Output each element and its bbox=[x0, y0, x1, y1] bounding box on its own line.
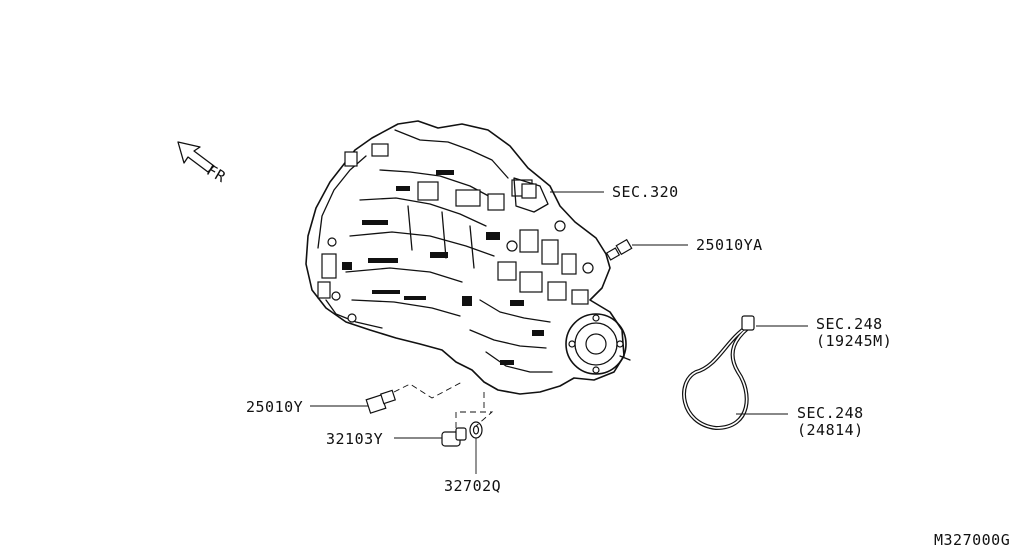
callout-32702q: 32702Q bbox=[444, 477, 502, 495]
callout-sec-248-b-sub: (24814) bbox=[797, 421, 864, 439]
callout-sec-248-b: SEC.248 bbox=[797, 404, 864, 422]
callout-32103y: 32103Y bbox=[326, 430, 384, 448]
transmission-assembly bbox=[305, 120, 633, 395]
callout-25010ya: 25010YA bbox=[696, 236, 763, 254]
callout-sec-248-a-sub: (19245M) bbox=[816, 332, 893, 350]
breather-hose-sec248 bbox=[682, 315, 755, 430]
arrow-up-left-icon bbox=[177, 141, 215, 173]
reverse-switch-25010y bbox=[365, 389, 397, 414]
callout-sec-248-a: SEC.248 bbox=[816, 315, 883, 333]
gasket-32702q bbox=[469, 421, 483, 439]
drain-plug-32103y bbox=[441, 427, 467, 447]
leader-lines bbox=[310, 191, 808, 474]
figure-code: M327000G bbox=[934, 531, 1011, 549]
callout-25010y: 25010Y bbox=[246, 398, 304, 416]
assembly-guide-lines bbox=[393, 381, 494, 428]
callout-sec-320: SEC.320 bbox=[612, 183, 679, 201]
